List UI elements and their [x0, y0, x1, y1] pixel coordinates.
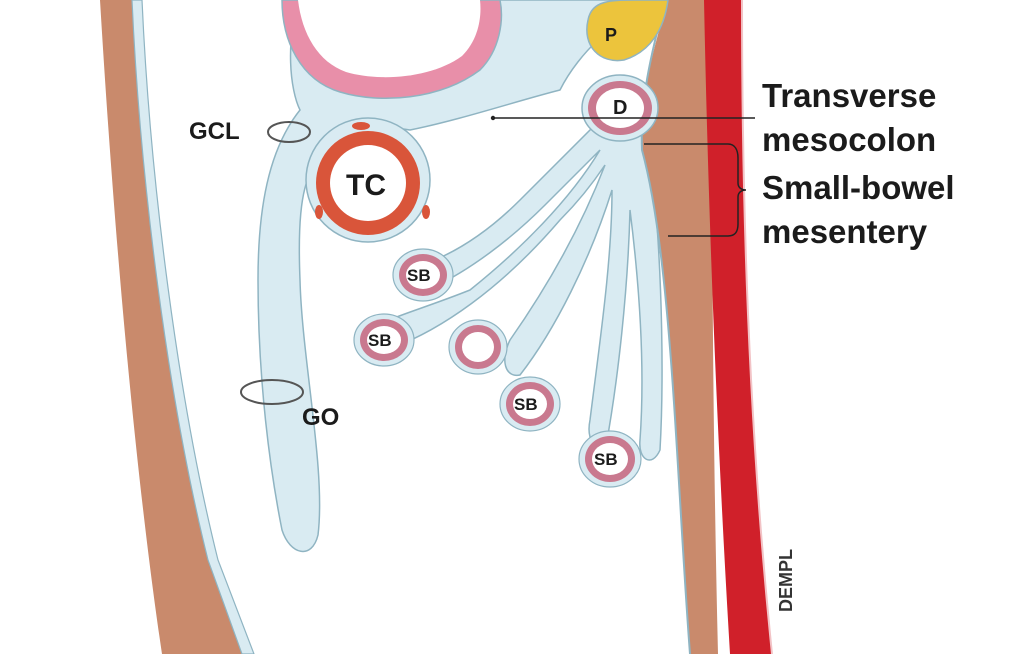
taenia-right [422, 205, 430, 219]
taenia-top [352, 122, 370, 130]
small-bowel-loop-1: SB [392, 248, 454, 302]
small-bowel-label-4: SB [514, 395, 538, 414]
small-bowel-loop-4: SB [499, 376, 561, 432]
small-bowel-mesentery-label-1: Small-bowel [762, 169, 955, 206]
transverse-colon-lumen [330, 145, 406, 221]
retroperitoneum [641, 0, 718, 654]
transverse-mesocolon-label-2: mesocolon [762, 121, 936, 158]
go-label: GO [302, 404, 339, 431]
left-wall-peritoneum [131, 0, 255, 654]
taenia-left [315, 205, 323, 219]
small-bowel-mesentery-fan [370, 119, 670, 461]
gcl-ring [267, 121, 311, 143]
transverse-mesocolon-label-1: Transverse [762, 77, 936, 114]
small-bowel-label-1: SB [407, 266, 431, 285]
stomach-lumen [298, 0, 481, 78]
small-bowel-label-5: SB [594, 450, 618, 469]
small-bowel-loop-3 [448, 319, 508, 375]
small-bowel-loop-2: SB [353, 313, 415, 367]
posterior-peritoneum [640, 0, 691, 654]
small-bowel-mesentery-label-2: mesentery [762, 213, 928, 250]
small-bowel-mesentery-bracket [644, 143, 747, 237]
go-ring [240, 379, 304, 405]
artist-signature: DEMPL [776, 549, 796, 612]
duodenum-label: D [613, 97, 627, 119]
small-bowel-loop-5: SB [578, 430, 642, 488]
pancreas-label: P [605, 25, 617, 45]
gcl-label: GCL [189, 118, 240, 145]
pancreas [586, 0, 669, 62]
left-abdominal-wall [100, 0, 242, 654]
small-bowel-label-2: SB [368, 331, 392, 350]
transverse-colon-label: TC [346, 169, 386, 202]
leader-dot [490, 115, 496, 121]
aorta [704, 0, 772, 654]
aorta-edge [741, 0, 773, 654]
